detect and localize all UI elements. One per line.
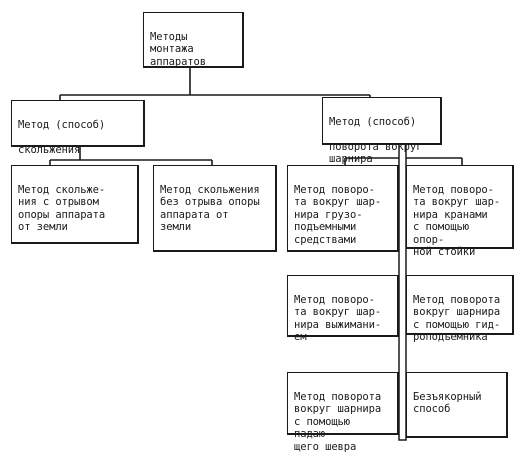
node-root-label: Методы монтажа аппаратов bbox=[150, 30, 206, 68]
node-rot-push-label: Метод поворо- та вокруг шар- нира выжима… bbox=[294, 293, 382, 344]
node-rot-boom-label: Метод поворота вокруг шарнира с помощью … bbox=[294, 390, 382, 453]
node-rot-push: Метод поворо- та вокруг шар- нира выжима… bbox=[287, 275, 399, 343]
node-rot-strut: Метод поворо- та вокруг шар- нира кранам… bbox=[406, 165, 514, 258]
node-anchorless: Безъякорный способ bbox=[406, 372, 508, 438]
node-slide-nolift-label: Метод скольжения без отрыва опоры аппара… bbox=[160, 183, 260, 234]
node-root: Методы монтажа аппаратов bbox=[143, 12, 244, 68]
node-anchorless-label: Безъякорный способ bbox=[413, 390, 482, 416]
node-rot-cranes: Метод поворо- та вокруг шар- нира грузо-… bbox=[287, 165, 399, 252]
node-rotation-label: Метод (способ) поворота вокруг шарнира bbox=[329, 115, 423, 166]
main-spine bbox=[398, 139, 407, 441]
node-rot-cranes-label: Метод поворо- та вокруг шар- нира грузо-… bbox=[294, 183, 382, 246]
spine-bar bbox=[398, 139, 407, 441]
node-rot-hydro-label: Метод поворота вокруг шарнира с помощью … bbox=[413, 293, 501, 344]
node-slide-lift-label: Метод скольже- ния с отрывом опоры аппар… bbox=[18, 183, 106, 234]
node-rot-boom: Метод поворота вокруг шарнира с помощью … bbox=[287, 372, 399, 453]
node-slide-lift: Метод скольже- ния с отрывом опоры аппар… bbox=[11, 165, 139, 244]
node-slide-nolift: Метод скольжения без отрыва опоры аппара… bbox=[153, 165, 277, 252]
node-sliding: Метод (способ) скольжения bbox=[11, 100, 145, 156]
node-sliding-label: Метод (способ) скольжения bbox=[18, 118, 106, 156]
node-rot-hydro: Метод поворота вокруг шарнира с помощью … bbox=[406, 275, 514, 343]
node-rotation: Метод (способ) поворота вокруг шарнира bbox=[322, 97, 442, 165]
node-rot-strut-label: Метод поворо- та вокруг шар- нира кранам… bbox=[413, 183, 501, 259]
